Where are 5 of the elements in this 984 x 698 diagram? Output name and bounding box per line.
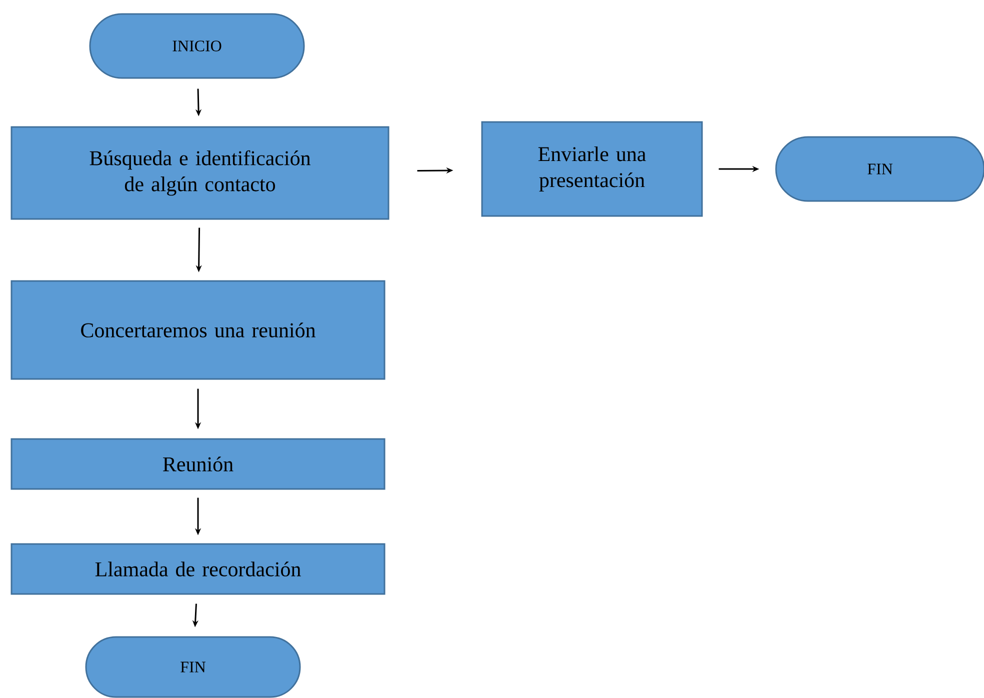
process-box: Concertaremos una reunión	[10, 280, 386, 380]
process-box: Búsqueda e identificación de algún contacto	[10, 126, 390, 220]
process-box: Llamada de recordación	[10, 543, 386, 595]
process-box: Enviarle una presentación	[481, 121, 703, 217]
process-box: Reunión	[10, 438, 386, 490]
